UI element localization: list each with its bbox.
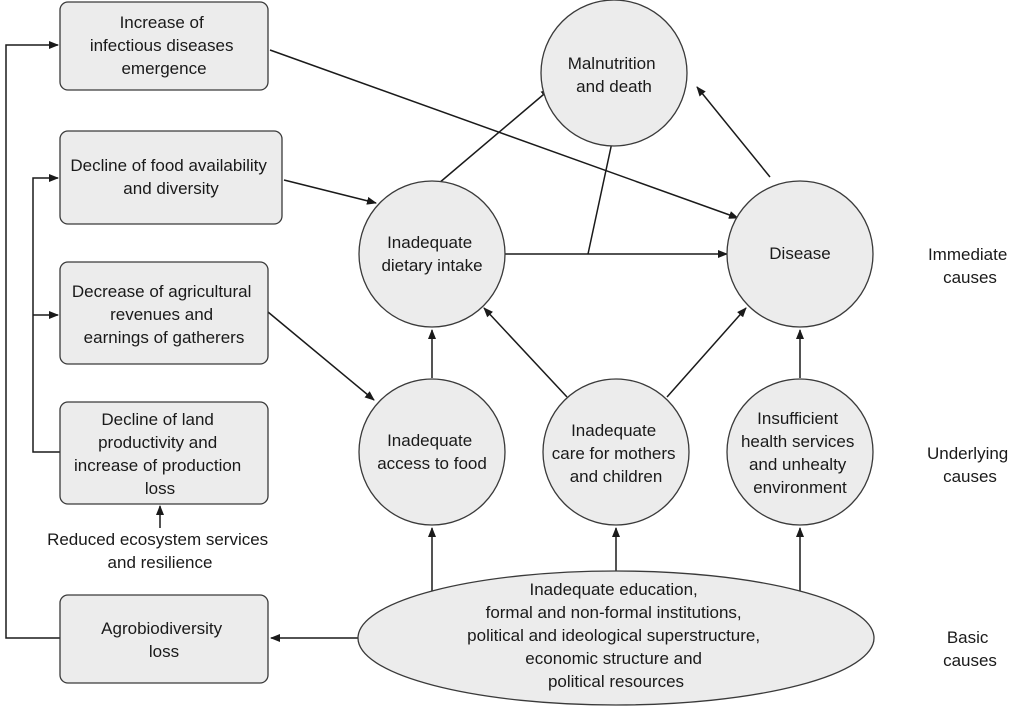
edge-dietary-to-malnutrition (431, 88, 551, 190)
edge-infectious-to-disease (269, 49, 739, 219)
box-infectious-diseases: Increase of infectious diseases emergenc… (59, 1, 269, 91)
svg-text:Decline of land producti: Decline of land productivity and increas… (74, 410, 246, 498)
edge-disease-to-malnutrition (696, 86, 771, 178)
edges (5, 41, 804, 642)
edge-agri-to-access (267, 311, 375, 401)
edge-agrobiodiversity-to-infectious (5, 41, 62, 639)
svg-text:Increase of infectious d: Increase of infectious diseases emergenc… (90, 13, 238, 78)
box-agricultural-revenues: Decrease of agricultural revenues and ea… (59, 261, 269, 365)
edge-care-to-dietary (483, 307, 568, 398)
circle-disease: Disease (726, 180, 874, 328)
svg-text:Inadequate education, fo: Inadequate education, formal and non-for… (467, 580, 765, 691)
box-food-availability: Decline of food availability and diversi… (59, 130, 283, 225)
svg-text:Agrobiodiversity loss: Agrobiodiversity loss (101, 619, 227, 661)
level-basic-causes: Basic causes (943, 628, 997, 670)
svg-text:Reduced ecosystem services: Reduced ecosystem services and resilienc… (47, 530, 273, 572)
box-land-productivity: Decline of land productivity and increas… (59, 401, 269, 505)
level-underlying-causes: Underlying causes (927, 444, 1013, 486)
ellipse-basic-causes: Inadequate education, formal and non-for… (357, 570, 875, 706)
circle-dietary-intake: Inadequate dietary intake (358, 180, 506, 328)
svg-text:Inadequate dietary intak: Inadequate dietary intake (381, 233, 482, 275)
box-agrobiodiversity-loss: Agrobiodiversity loss (59, 594, 269, 684)
svg-text:Malnutrition and death: Malnutrition and death (568, 54, 661, 96)
circle-care-mothers-children: Inadequate care for mothers and children (542, 378, 690, 526)
edge-care-to-disease (666, 307, 747, 398)
circle-health-services: Insufficient health services and unhealt… (726, 378, 874, 526)
svg-text:Inadequate access to foo: Inadequate access to food (377, 431, 487, 473)
edge-food-to-dietary (283, 179, 377, 205)
circle-access-to-food: Inadequate access to food (358, 378, 506, 526)
edge-interaction-to-malnutrition (587, 132, 617, 255)
svg-text:Underlying causes: Underlying causes (927, 444, 1013, 486)
level-immediate-causes: Immediate causes (928, 245, 1012, 287)
svg-text:Decrease of agricultural: Decrease of agricultural revenues and ea… (72, 282, 256, 347)
svg-text:Inadequate care for moth: Inadequate care for mothers and children (552, 421, 681, 486)
svg-text:Disease: Disease (769, 244, 830, 263)
svg-text:Insufficient health serv: Insufficient health services and unhealt… (741, 409, 859, 497)
ecosystem-services-label: Reduced ecosystem services and resilienc… (34, 528, 286, 578)
circle-malnutrition: Malnutrition and death (540, 0, 688, 147)
svg-text:Decline of food availability: Decline of food availability and diversi… (70, 156, 271, 198)
svg-text:Immediate causes: Immediate causes (928, 245, 1012, 287)
svg-text:Basic causes: Basic causes (943, 628, 997, 670)
